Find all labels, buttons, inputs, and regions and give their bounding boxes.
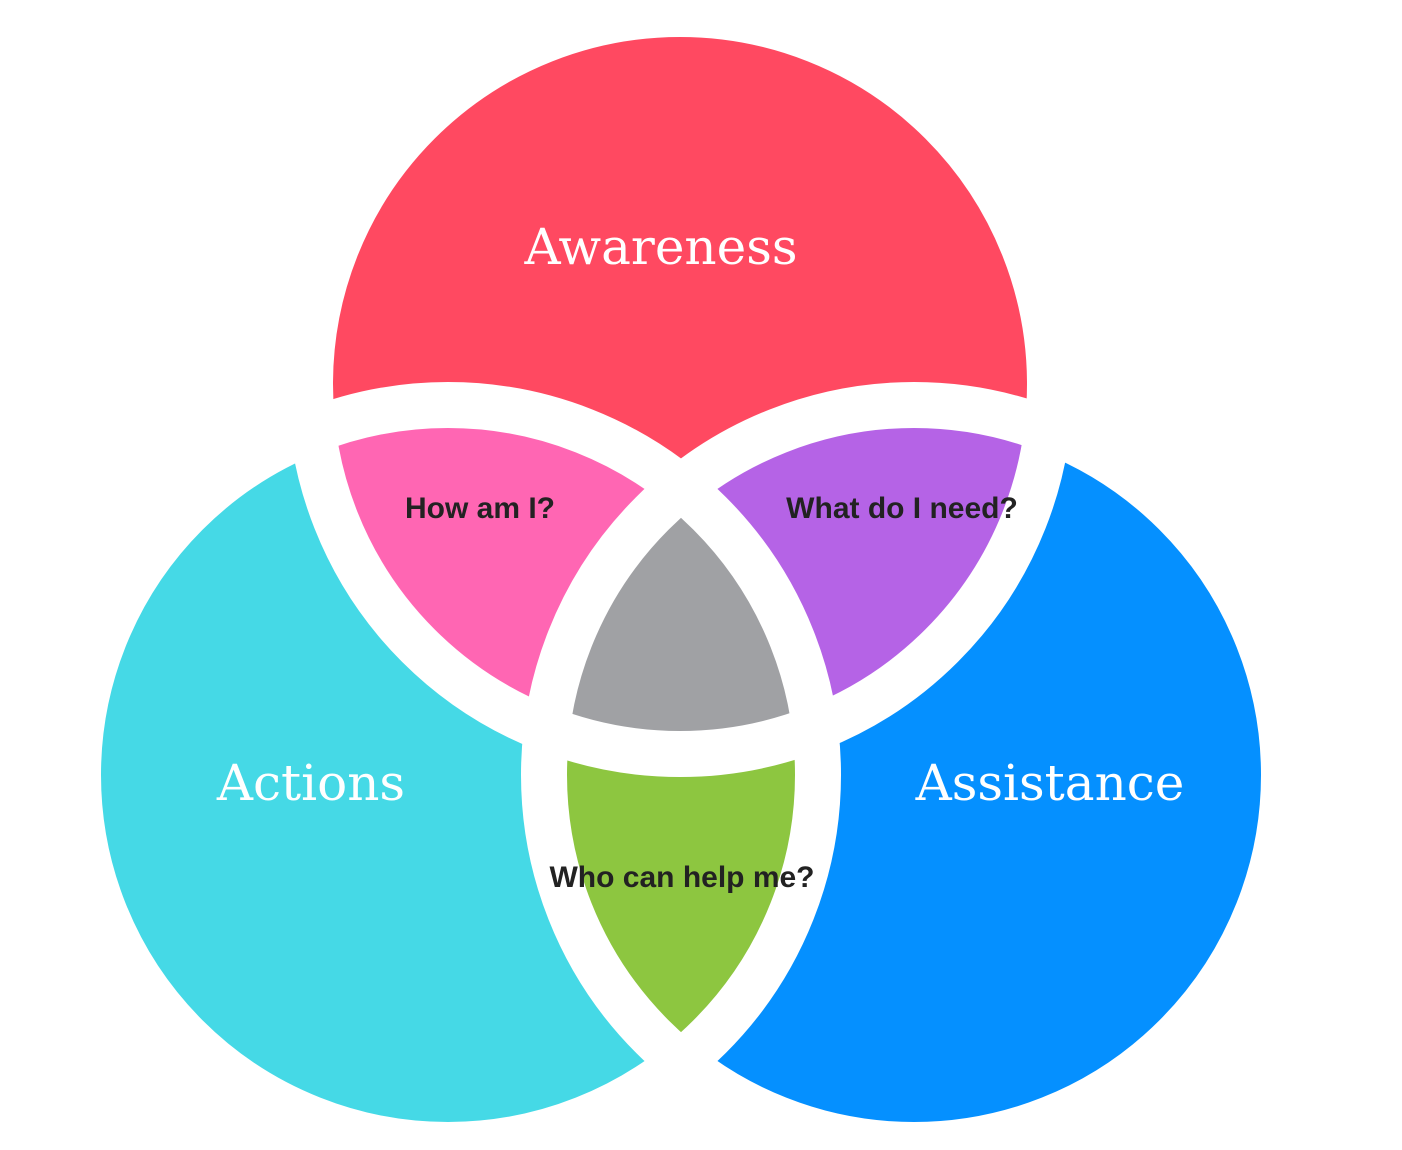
what-do-i-need-label: What do I need? xyxy=(786,492,1018,525)
actions-label: Actions xyxy=(216,754,405,812)
center-region xyxy=(544,405,818,754)
awareness-label: Awareness xyxy=(523,218,797,276)
how-am-i-label: How am I? xyxy=(405,492,555,525)
separator-rings xyxy=(55,0,1307,1150)
assistance-label: Assistance xyxy=(915,754,1185,812)
who-can-help-me-label: Who can help me? xyxy=(549,861,814,894)
